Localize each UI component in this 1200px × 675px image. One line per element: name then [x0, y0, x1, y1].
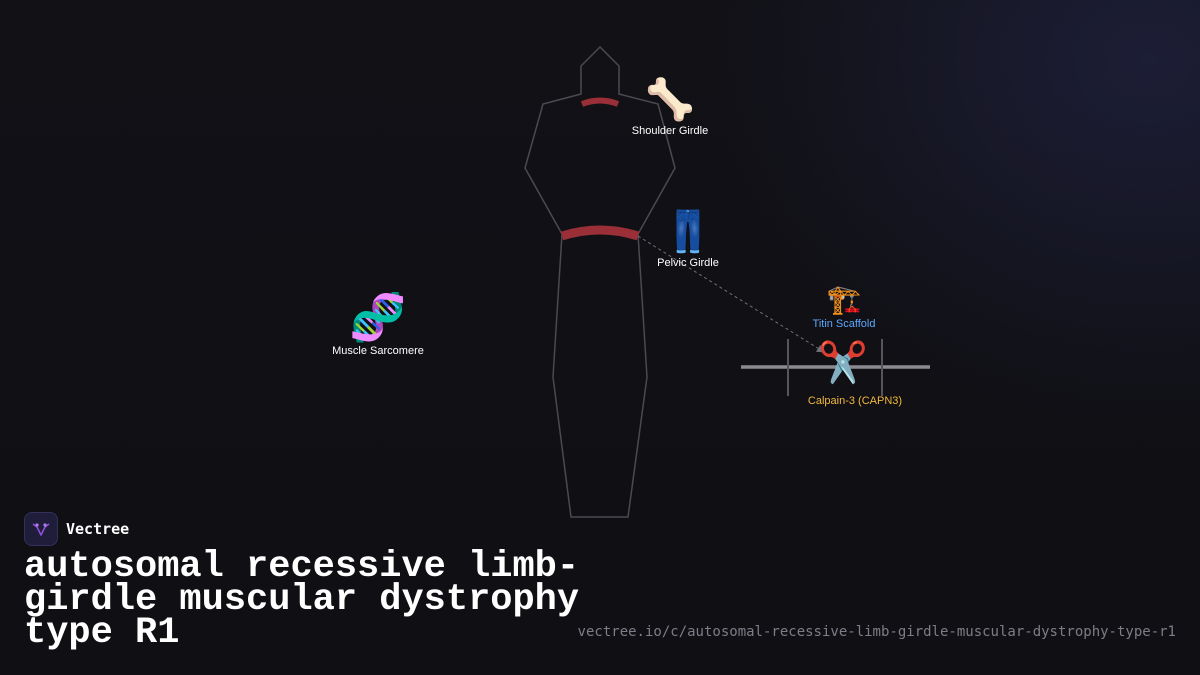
shoulder-girdle-band [580, 97, 620, 107]
shoulder-girdle-label: Shoulder Girdle [631, 125, 709, 137]
muscle-sarcomere-node[interactable]: 🧬 Muscle Sarcomere [332, 291, 424, 357]
muscle-sarcomere-label: Muscle Sarcomere [332, 345, 424, 357]
calpain-3-node[interactable]: ✂️ Calpain-3 (CAPN3) [808, 340, 902, 407]
dna-icon: 🧬 [349, 290, 407, 344]
page-title: autosomal recessive limb-girdle muscular… [24, 546, 580, 654]
jeans-icon: 👖 [663, 209, 713, 255]
brand[interactable]: Vectree [24, 512, 129, 546]
brand-name: Vectree [66, 520, 130, 538]
scissors-icon: ✂️ [818, 340, 868, 386]
body-silhouette [524, 45, 676, 518]
pelvic-girdle-node[interactable]: 👖 Pelvic Girdle [657, 209, 719, 269]
shoulder-girdle-node[interactable]: 🦴 Shoulder Girdle [632, 77, 708, 137]
crane-icon: 🏗️ [826, 283, 862, 316]
titin-scaffold-label: Titin Scaffold [812, 318, 876, 330]
pelvis-to-calpain-connector [637, 235, 825, 353]
pelvic-girdle-band [560, 225, 640, 241]
page-url[interactable]: vectree.io/c/autosomal-recessive-limb-gi… [577, 624, 1176, 640]
calpain-3-label: Calpain-3 (CAPN3) [807, 395, 903, 407]
bone-icon: 🦴 [645, 77, 695, 123]
pelvic-girdle-label: Pelvic Girdle [657, 257, 719, 269]
titin-scaffold-node[interactable]: 🏗️ Titin Scaffold [812, 283, 876, 331]
vectree-logo-icon [24, 512, 58, 546]
